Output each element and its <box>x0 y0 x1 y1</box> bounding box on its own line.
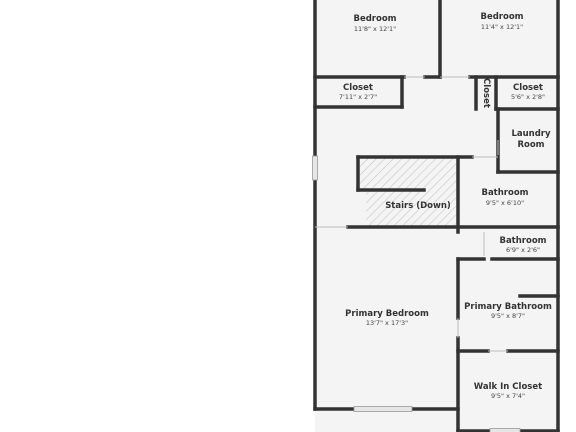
bedroom-right-label: Bedroom <box>480 12 523 22</box>
walk-in-closet-label: Walk In Closet <box>474 382 542 392</box>
windows <box>312 155 521 432</box>
window-bottom <box>353 406 413 412</box>
primary-bedroom-dims: 13'7" x 17'3" <box>366 319 408 327</box>
walk-in-closet-dims: 9'5" x 7'4" <box>491 392 525 400</box>
bedroom-left-dims: 11'8" x 12'1" <box>354 25 396 33</box>
closet-right-label: Closet <box>513 83 543 93</box>
closet-small-label: Closet <box>481 78 491 108</box>
bathroom-small-label: Bathroom <box>499 236 546 246</box>
closet-left-label: Closet <box>343 83 373 93</box>
primary-bathroom-label: Primary Bathroom <box>464 302 552 312</box>
closet-right-dims: 5'6" x 2'8" <box>511 93 545 101</box>
bathroom-mid-dims: 9'5" x 6'10" <box>486 199 524 207</box>
laundry-label-line1: Laundry <box>511 129 551 139</box>
doors <box>315 76 508 352</box>
primary-bathroom-dims: 9'5" x 8'7" <box>491 312 525 320</box>
bathroom-mid-label: Bathroom <box>481 188 528 198</box>
bedroom-left-label: Bedroom <box>353 14 396 24</box>
walls <box>313 0 560 432</box>
laundry-label-line2: Room <box>517 140 544 150</box>
stairs-label: Stairs (Down) <box>385 201 451 211</box>
closet-left-dims: 7'11" x 2'7" <box>339 93 377 101</box>
window-bottom-right <box>489 428 521 432</box>
bedroom-right-dims: 11'4" x 12'1" <box>481 23 523 31</box>
bathroom-small-dims: 6'9" x 2'6" <box>506 246 540 254</box>
window-left <box>312 155 318 181</box>
stairs-area <box>360 157 458 227</box>
primary-bedroom-label: Primary Bedroom <box>345 309 429 319</box>
